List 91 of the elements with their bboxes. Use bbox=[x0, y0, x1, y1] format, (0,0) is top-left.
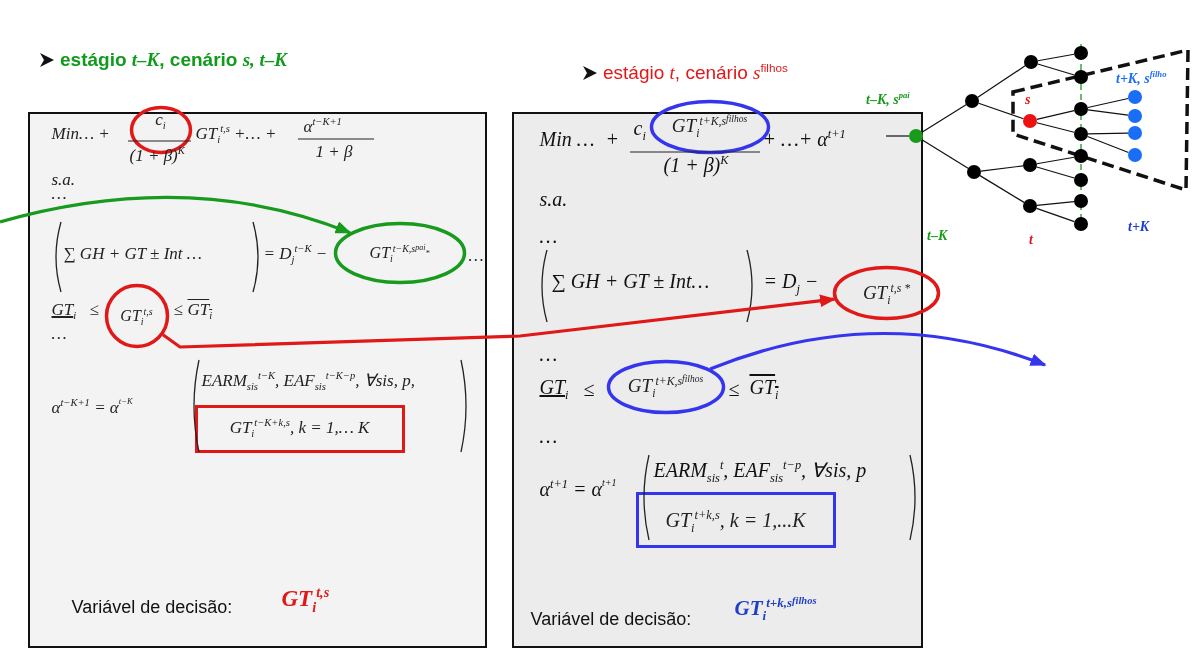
highlight-ellipse bbox=[606, 359, 725, 414]
scenario-node bbox=[1128, 109, 1142, 123]
scenario-node bbox=[1074, 127, 1088, 141]
formula-text: s.a. bbox=[51, 169, 76, 190]
scenario-node bbox=[1023, 199, 1037, 213]
formula-text: ≤ bbox=[89, 299, 99, 320]
highlight-ellipse bbox=[333, 221, 466, 284]
scenario-node bbox=[1074, 149, 1088, 163]
stage-label: t+K bbox=[1128, 219, 1150, 235]
formula-text: EARM$_{sis}$$^{t−K}$, EAF$_{sis}$$^{t−K−p}$, ∀sis, p, bbox=[201, 369, 415, 391]
scenario-node bbox=[1024, 55, 1038, 69]
connector-line bbox=[1036, 166, 1075, 179]
formula-text: GT$_{i}$ bbox=[187, 299, 213, 320]
scenario-node bbox=[1128, 126, 1142, 140]
formula-text: EARM$_{sis}$$^{t}$, EAF$_{sis}$$^{t−p}$, ∀sis, p bbox=[653, 457, 867, 482]
connector-line bbox=[885, 135, 910, 137]
highlight-ellipse bbox=[833, 266, 940, 320]
connector-line bbox=[1037, 53, 1075, 62]
formula-text: α$^{t−K+1}$ = α$^{t−K}$ bbox=[51, 397, 133, 418]
arrow bbox=[162, 294, 836, 349]
heading-text: estágio t–K, cenário s, t–K bbox=[60, 49, 288, 71]
highlight-ellipse bbox=[104, 283, 169, 348]
scenario-node bbox=[1074, 70, 1088, 84]
formula-text: 1 + β bbox=[315, 141, 353, 162]
connector-line bbox=[978, 102, 1024, 120]
scenario-node bbox=[908, 128, 923, 143]
scenario-node bbox=[1128, 148, 1142, 162]
formula-text: ∑ GH + GT ± Int … bbox=[63, 243, 202, 264]
connector-line bbox=[921, 104, 967, 133]
connector-line bbox=[977, 65, 1026, 98]
caption-text: Variável de decisão: bbox=[71, 596, 233, 618]
formula-text: c$_{i}$ bbox=[155, 109, 166, 130]
formula-text: Min… + bbox=[51, 123, 110, 144]
connector-line bbox=[1087, 97, 1129, 109]
scenario-node bbox=[1074, 173, 1088, 187]
formula-text: ≤ bbox=[583, 377, 595, 401]
scenario-node bbox=[965, 94, 979, 108]
arrow bbox=[0, 196, 352, 235]
stage-label: t bbox=[1029, 232, 1033, 248]
connector-line bbox=[979, 175, 1025, 203]
node-label: s bbox=[1025, 92, 1031, 108]
formula-text: + bbox=[605, 127, 619, 151]
formula-text: … bbox=[51, 323, 67, 344]
formula-text: α$^{t−K+1}$ bbox=[303, 116, 342, 137]
formula-text: … bbox=[539, 424, 558, 448]
connector-line bbox=[1036, 122, 1075, 133]
heading-text: estágio t, cenário s$^{filhos}$ bbox=[603, 62, 788, 84]
arrow bbox=[709, 331, 1047, 371]
formula-text: α$^{t+1}$ = α$^{t+1}$ bbox=[539, 477, 617, 501]
scenario-node bbox=[1074, 102, 1088, 116]
scenario-node bbox=[1074, 194, 1088, 208]
scenario-node bbox=[1074, 217, 1088, 231]
connector-line bbox=[1037, 63, 1075, 76]
formula-text: … bbox=[539, 342, 558, 366]
formula-text: (1 + β)$^{K}$ bbox=[663, 153, 729, 177]
connector-line bbox=[921, 139, 969, 169]
stage-label: t+K, s$^{filho}$ bbox=[1116, 71, 1167, 87]
formula-text: GT$_{i}$$^{t+k,s}$, k = 1,...K bbox=[665, 507, 806, 532]
formula-text: … bbox=[468, 245, 484, 266]
formula-text: ∑ GH + GT ± Int… bbox=[551, 269, 710, 293]
caption-text: Variável de decisão: bbox=[530, 608, 692, 630]
connector-line bbox=[1036, 110, 1075, 120]
formula-text: c$_{i}$ bbox=[633, 116, 646, 140]
formula-text: … bbox=[539, 224, 558, 248]
formula-text: GT$_{i}$$^{t−K+k,s}$, k = 1,… K bbox=[229, 418, 370, 439]
scenario-node bbox=[1023, 158, 1037, 172]
connector-line bbox=[980, 165, 1024, 172]
connector-line bbox=[1087, 109, 1129, 116]
connector-line bbox=[1036, 207, 1075, 223]
formula-text: GT$_{i}$ bbox=[51, 299, 77, 320]
connector-line bbox=[1036, 201, 1075, 206]
scenario-node bbox=[967, 165, 981, 179]
formula-text: GT$_{i}$ bbox=[749, 375, 779, 399]
highlight-box bbox=[635, 491, 836, 548]
formula-text: s.a. bbox=[539, 187, 568, 211]
scenario-node bbox=[1074, 46, 1088, 60]
formula-text: ≤ bbox=[173, 299, 183, 320]
stage-label: t–K bbox=[927, 228, 948, 244]
highlight-box bbox=[194, 404, 405, 453]
formula-text: + …+ α$^{t+1}$ bbox=[762, 127, 846, 151]
formula-text: GT$_{i}$ bbox=[539, 375, 569, 399]
node-label: t–K, s$^{pai}$ bbox=[866, 92, 910, 108]
formula-text: ≤ bbox=[728, 377, 740, 401]
scenario-node bbox=[1023, 114, 1037, 128]
formula-text: Min … bbox=[539, 127, 595, 151]
connector-line bbox=[1087, 132, 1129, 135]
formula-text: GT$_{i}$$^{t,s}$ +… + bbox=[195, 123, 277, 144]
scenario-node bbox=[1128, 90, 1142, 104]
formula-text: = D$_{j}$$^{t−K}$ − bbox=[263, 243, 328, 264]
connector-line bbox=[1086, 135, 1130, 154]
connector-line bbox=[1036, 156, 1075, 165]
